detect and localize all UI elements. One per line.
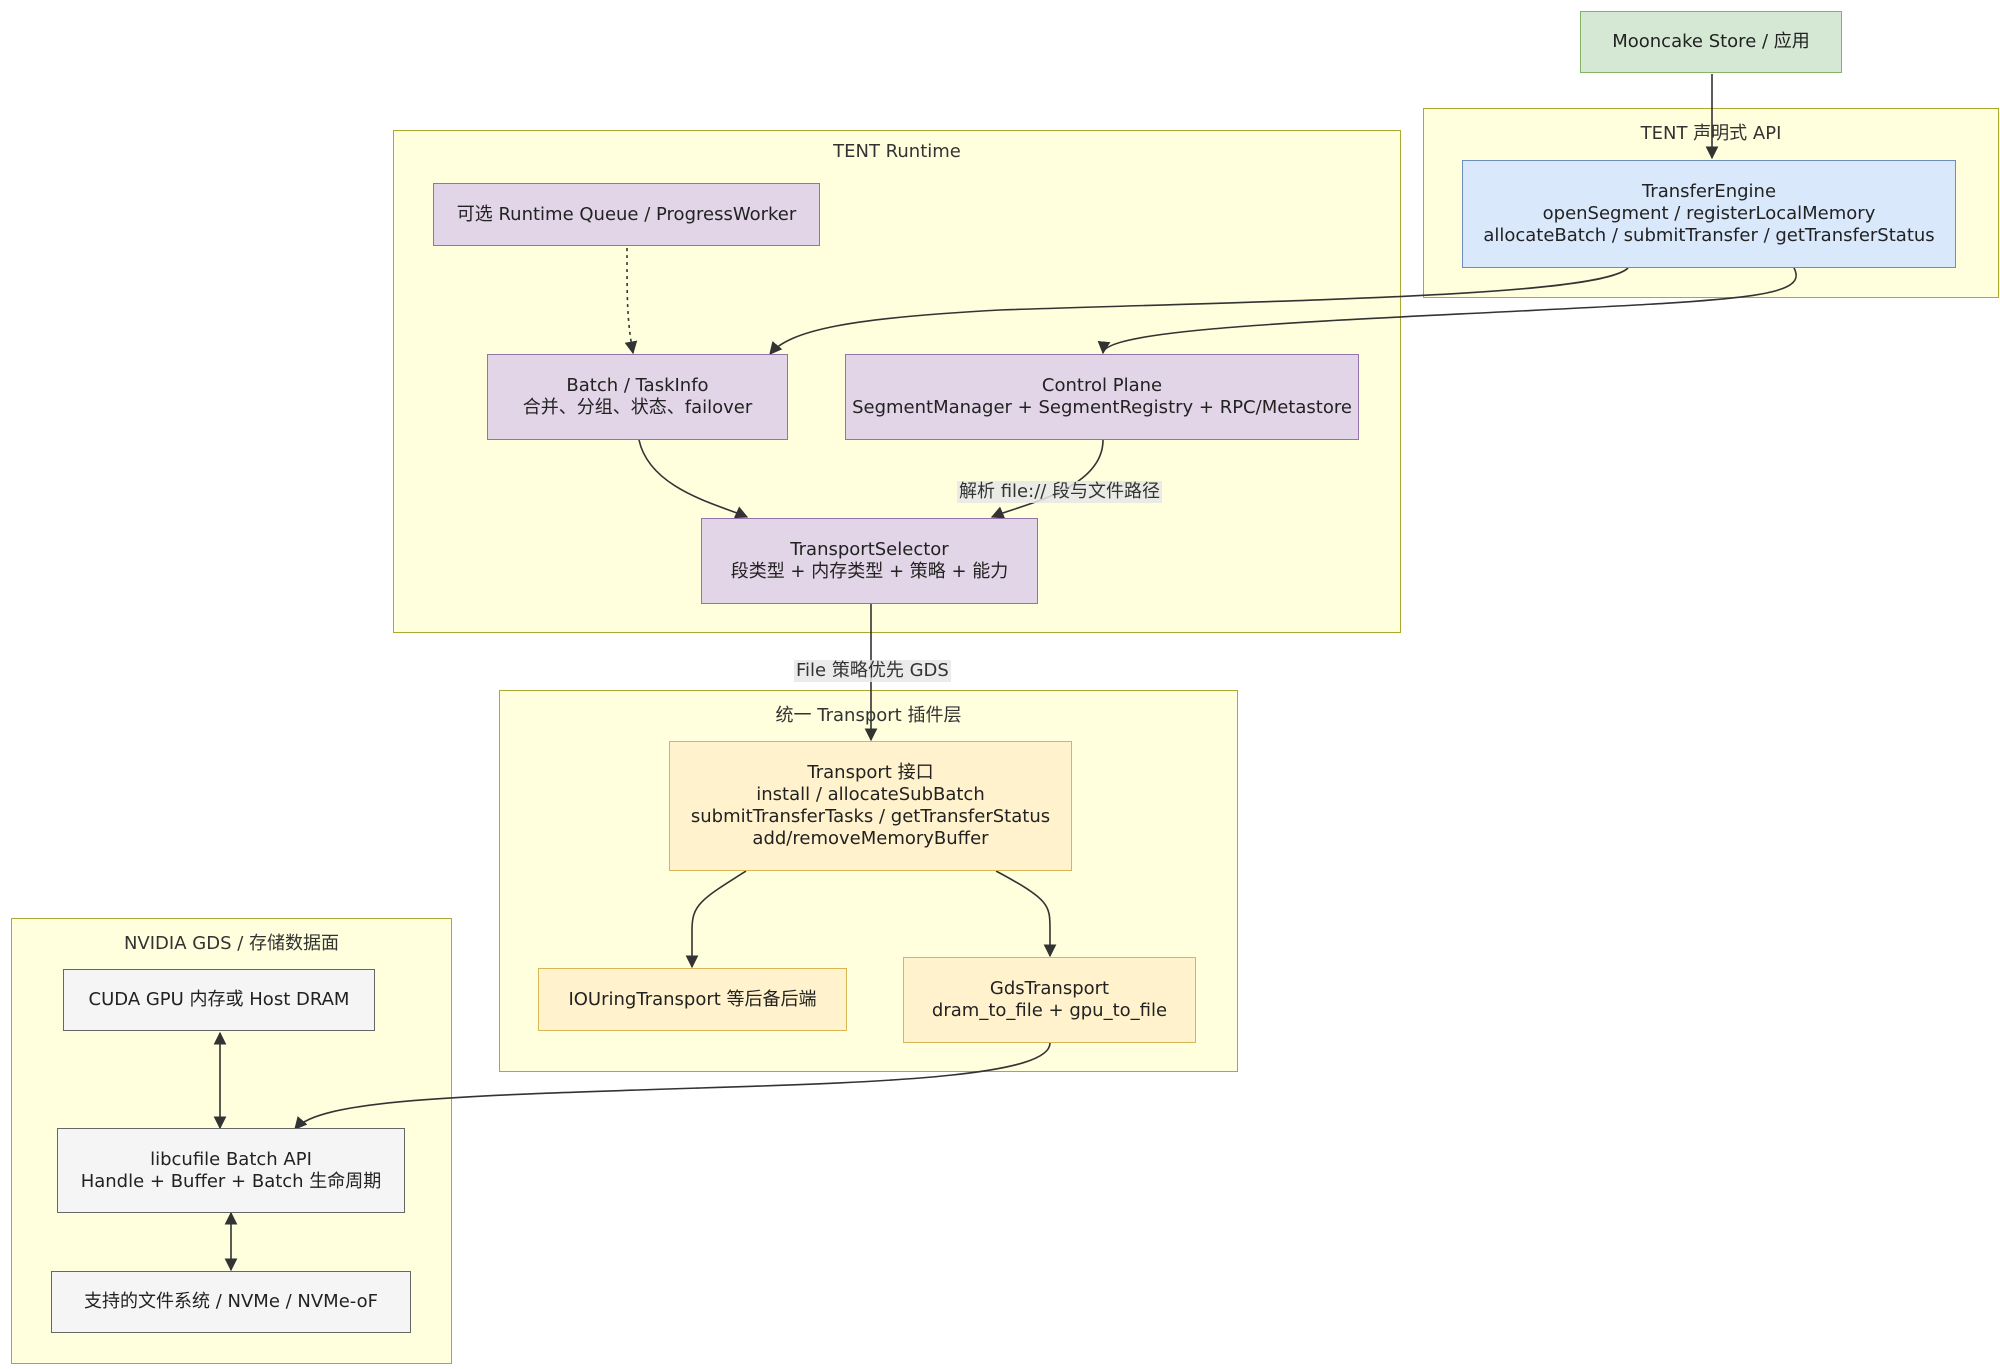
node-selector-line1: TransportSelector [790, 539, 949, 560]
edge-label-parse-file: 解析 file:// 段与文件路径 [957, 481, 1163, 503]
node-gds-transport-line1: GdsTransport [989, 978, 1110, 999]
node-runtime-queue-line1: 可选 Runtime Queue / ProgressWorker [456, 203, 797, 225]
node-control-plane-line2: SegmentManager + SegmentRegistry + RPC/M… [852, 397, 1352, 418]
node-libcufile-line2: Handle + Buffer + Batch 生命周期 [80, 1170, 382, 1192]
edge-label-file-policy: File 策略优先 GDS [794, 660, 951, 682]
node-gds-transport: GdsTransport dram_to_file + gpu_to_file [903, 957, 1196, 1043]
edge-gds-to-libcufile [294, 1042, 1051, 1130]
node-transport-if-line3: submitTransferTasks / getTransferStatus [690, 806, 1051, 827]
node-batch-taskinfo: Batch / TaskInfo 合并、分组、状态、failover [487, 354, 788, 440]
node-transfer-engine-line1: TransferEngine [1641, 181, 1777, 202]
edge-engine-to-batch [769, 267, 1629, 355]
node-transport-if-line4: add/removeMemoryBuffer [752, 828, 989, 849]
node-libcufile-batch-api: libcufile Batch API Handle + Buffer + Ba… [57, 1128, 405, 1213]
cluster-title-gds: NVIDIA GDS / 存储数据面 [123, 933, 340, 954]
node-control-plane-line1: Control Plane [1041, 375, 1163, 396]
node-batch-line2: 合并、分组、状态、failover [522, 397, 753, 418]
node-control-plane: Control Plane SegmentManager + SegmentRe… [845, 354, 1359, 440]
node-transport-interface: Transport 接口 install / allocateSubBatch … [669, 741, 1072, 871]
node-gds-transport-line2: dram_to_file + gpu_to_file [931, 1000, 1168, 1021]
node-cuda-line1: CUDA GPU 内存或 Host DRAM [88, 989, 350, 1010]
cluster-title-transport: 统一 Transport 插件层 [775, 705, 962, 726]
edge-control-to-selector [990, 439, 1104, 519]
node-transfer-engine: TransferEngine openSegment / registerLoc… [1462, 160, 1956, 268]
node-cuda-memory: CUDA GPU 内存或 Host DRAM [63, 969, 375, 1031]
node-runtime-queue: 可选 Runtime Queue / ProgressWorker [433, 183, 820, 246]
node-batch-line1: Batch / TaskInfo [566, 375, 709, 396]
node-transfer-engine-line3: allocateBatch / submitTransfer / getTran… [1483, 225, 1935, 246]
node-transport-selector: TransportSelector 段类型 + 内存类型 + 策略 + 能力 [701, 518, 1038, 604]
node-filesystem: 支持的文件系统 / NVMe / NVMe-oF [51, 1271, 411, 1333]
edge-batch-to-selector [638, 439, 749, 519]
node-transport-if-line1: Transport 接口 [807, 762, 934, 783]
edge-engine-to-control [1097, 267, 1797, 355]
cluster-title-runtime: TENT Runtime [833, 141, 961, 162]
node-libcufile-line1: libcufile Batch API [150, 1148, 312, 1170]
node-iouring-line1: IOUringTransport 等后备后端 [568, 988, 817, 1010]
node-mooncake-store: Mooncake Store / 应用 [1580, 11, 1842, 73]
node-mooncake-store-line1: Mooncake Store / 应用 [1612, 31, 1810, 52]
node-transport-if-line2: install / allocateSubBatch [756, 784, 985, 805]
edge-transport-to-iouring [685, 870, 747, 969]
node-transfer-engine-line2: openSegment / registerLocalMemory [1542, 203, 1876, 224]
cluster-title-api: TENT 声明式 API [1640, 123, 1782, 144]
edge-transport-to-gds [995, 870, 1057, 958]
node-iouring-transport: IOUringTransport 等后备后端 [538, 968, 847, 1031]
node-filesystem-line1: 支持的文件系统 / NVMe / NVMe-oF [84, 1291, 378, 1312]
edge-queue-to-batch [624, 247, 638, 355]
node-selector-line2: 段类型 + 内存类型 + 策略 + 能力 [730, 561, 1009, 582]
